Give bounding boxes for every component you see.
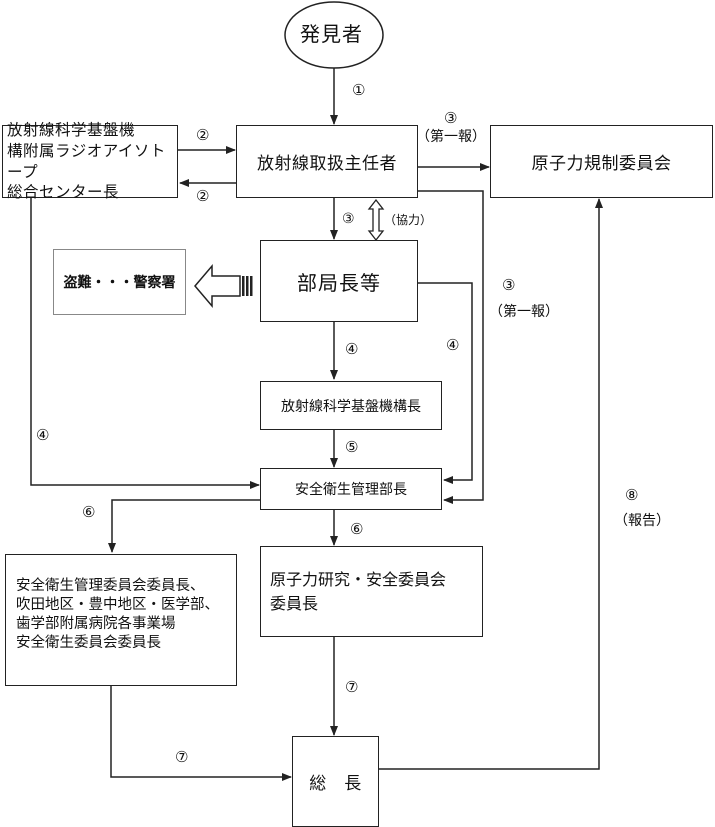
step8-label: ⑧ <box>625 486 639 504</box>
arrow-step4-ri <box>30 198 260 489</box>
police-hollow-arrow <box>194 263 253 309</box>
arrow-step4-dept <box>418 282 473 484</box>
step2-from-label: ② <box>196 187 210 205</box>
ri-center-box: 放射線科学基盤機 構附属ラジオアイソトープ 総合センター長 <box>2 121 178 201</box>
arrow-step8 <box>379 198 603 770</box>
safety-director-box: 安全衛生管理部長 <box>260 468 442 510</box>
arrow-step6-left <box>108 499 260 553</box>
first-report-2-label: （第一報） <box>489 304 559 320</box>
step4-org-label: ④ <box>345 340 359 358</box>
radiation-officer-label: 放射線取扱主任者 <box>257 154 397 174</box>
committees-box: 安全衛生管理委員会委員長、 吹田地区・豊中地区・医学部、 歯学部附属病院各事業場… <box>5 554 237 686</box>
police-box: 盗難・・・警察署 <box>53 249 186 315</box>
step6-left-label: ⑥ <box>82 503 96 521</box>
report-label: （報告） <box>614 513 670 529</box>
safety-director-label: 安全衛生管理部長 <box>295 482 407 498</box>
president-box: 総 長 <box>292 736 379 827</box>
step5-label: ⑤ <box>345 438 359 456</box>
ri-center-label: 放射線科学基盤機 構附属ラジオアイソトープ 総合センター長 <box>7 121 166 202</box>
arrow-step7-left <box>110 686 292 781</box>
police-label: 盗難・・・警察署 <box>63 275 176 291</box>
step3-dept-label: ③ <box>342 211 355 227</box>
nra-label: 原子力規制委員会 <box>531 154 672 174</box>
radiation-officer-box: 放射線取扱主任者 <box>236 125 418 198</box>
arrow-step3-safety <box>418 190 484 504</box>
step2-to-label: ② <box>196 126 210 144</box>
nuclear-committee-label: 原子力研究・安全委員会 委員長 <box>270 570 447 613</box>
committees-label: 安全衛生管理委員会委員長、 吹田地区・豊中地区・医学部、 歯学部附属病院各事業場… <box>16 578 219 651</box>
cooperation-label: （協力） <box>384 213 433 227</box>
nra-box: 原子力規制委員会 <box>490 125 713 198</box>
step1-label: ① <box>352 81 366 99</box>
step7-left-label: ⑦ <box>175 748 189 766</box>
step3-safety-label: ③ <box>502 276 516 294</box>
president-label: 総 長 <box>309 774 362 794</box>
nuclear-committee-box: 原子力研究・安全委員会 委員長 <box>260 546 483 637</box>
cooperation-double-arrow <box>367 198 385 242</box>
radiation-org-head-label: 放射線科学基盤機構長 <box>281 398 421 415</box>
step4-ri-label: ④ <box>36 426 50 444</box>
discoverer-label: 発見者 <box>300 22 363 46</box>
first-report-1-label: （第一報） <box>416 129 486 145</box>
dept-head-label: 部局長等 <box>297 270 381 295</box>
step3-nra-label: ③ <box>444 109 458 127</box>
dept-head-box: 部局長等 <box>260 240 418 322</box>
step4-dept-label: ④ <box>446 336 460 354</box>
radiation-org-head-box: 放射線科学基盤機構長 <box>260 381 442 430</box>
step7-down-label: ⑦ <box>345 678 359 696</box>
step6-down-label: ⑥ <box>350 520 364 538</box>
